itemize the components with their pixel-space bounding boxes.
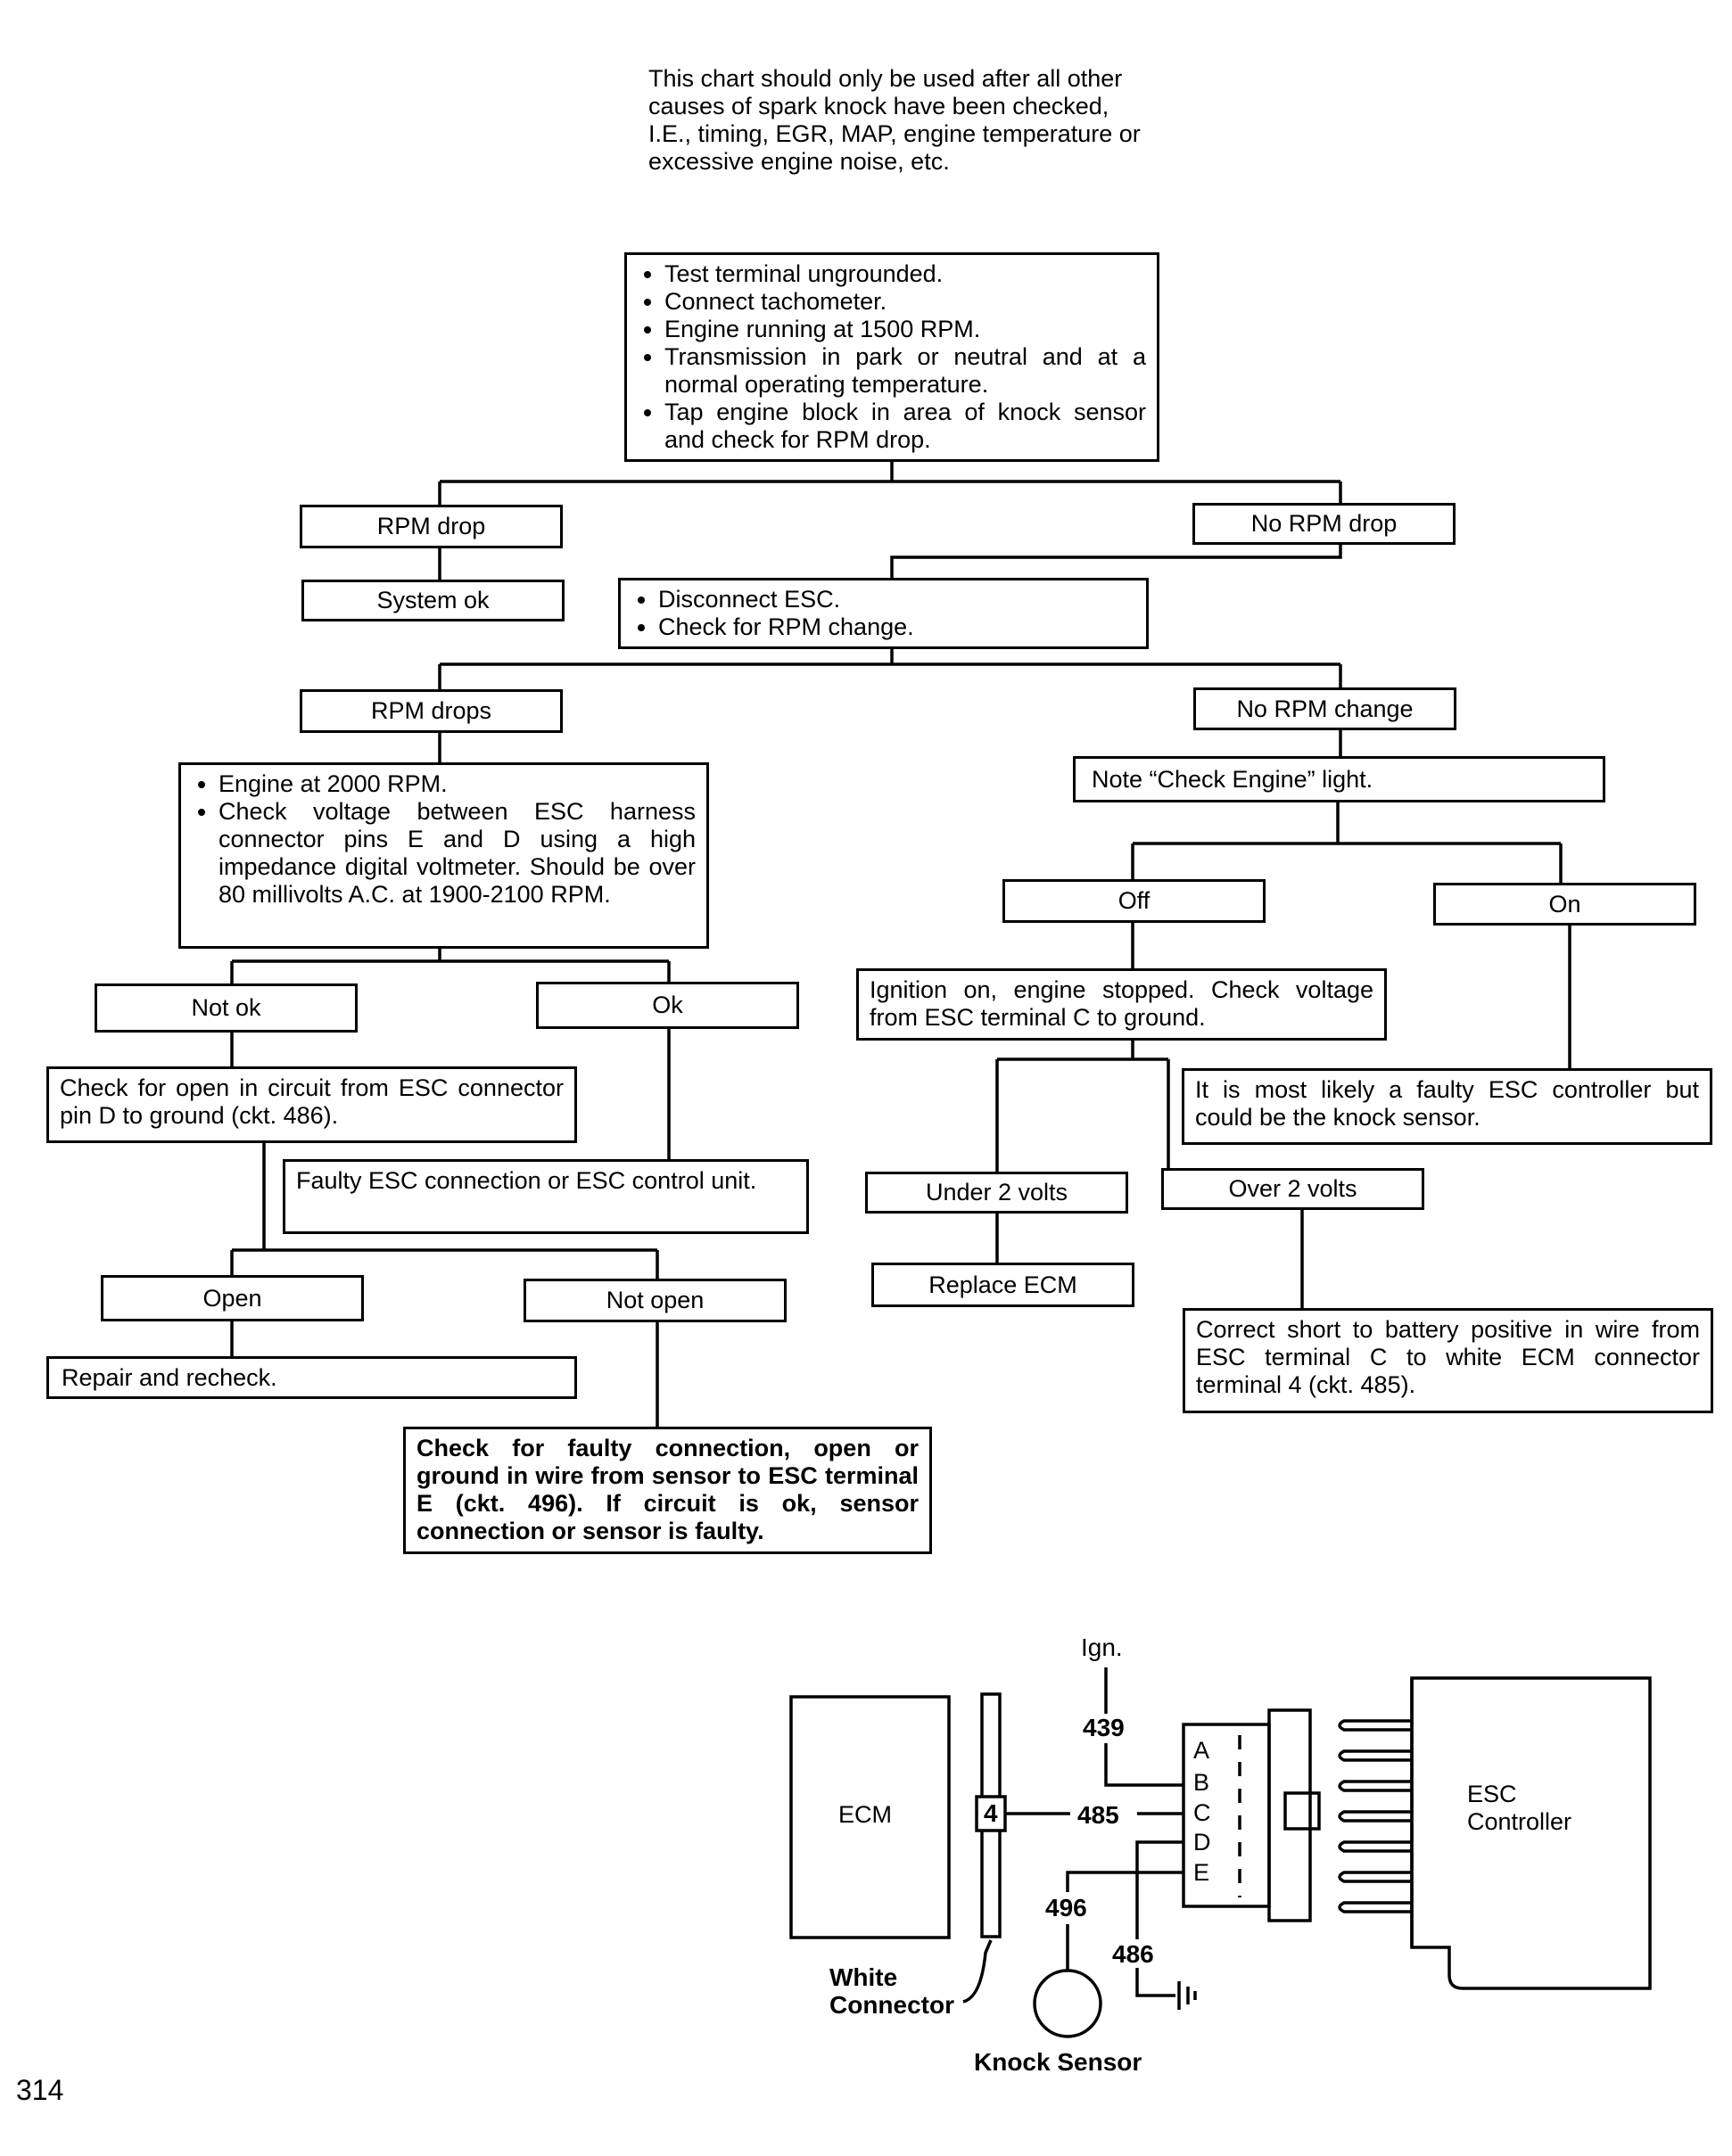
start-procedure-box: Test terminal ungrounded. Connect tachom… bbox=[624, 252, 1159, 462]
open-box: Open bbox=[101, 1275, 364, 1321]
start-step: Connect tachometer. bbox=[664, 288, 1146, 316]
knock-sensor-label: Knock Sensor bbox=[974, 2048, 1142, 2076]
rpm-drop-box: RPM drop bbox=[300, 505, 563, 548]
connector-pin-a: A bbox=[1193, 1737, 1210, 1764]
ecm-label: ECM bbox=[838, 1801, 892, 1828]
disconnect-step: Disconnect ESC. bbox=[658, 586, 1135, 613]
system-ok-box: System ok bbox=[301, 580, 565, 621]
page-number: 314 bbox=[16, 2074, 64, 2106]
wire-486-label: 486 bbox=[1112, 1940, 1154, 1968]
wire-439-label: 439 bbox=[1083, 1714, 1125, 1741]
connector-pin-e: E bbox=[1193, 1859, 1210, 1886]
on-box: On bbox=[1433, 883, 1696, 926]
ignition-check-box: Ignition on, engine stopped. Check volta… bbox=[856, 968, 1387, 1041]
engine-2000-box: Engine at 2000 RPM. Check voltage betwee… bbox=[178, 762, 709, 949]
connector-pin-c: C bbox=[1193, 1799, 1211, 1826]
wire-496-label: 496 bbox=[1045, 1894, 1087, 1921]
pin-4-label: 4 bbox=[984, 1799, 998, 1827]
over-2-volts-box: Over 2 volts bbox=[1161, 1168, 1424, 1210]
repair-recheck-box: Repair and recheck. bbox=[46, 1356, 577, 1399]
engine-step: Engine at 2000 RPM. bbox=[219, 770, 696, 798]
disconnect-step: Check for RPM change. bbox=[658, 613, 1135, 641]
start-step: Transmission in park or neutral and at a… bbox=[664, 343, 1146, 399]
off-box: Off bbox=[1002, 879, 1266, 923]
start-step: Test terminal ungrounded. bbox=[664, 260, 1146, 288]
replace-ecm-box: Replace ECM bbox=[871, 1263, 1134, 1307]
start-step: Tap engine block in area of knock sensor… bbox=[664, 399, 1146, 454]
connector-pin-b: B bbox=[1193, 1769, 1210, 1796]
no-rpm-change-box: No RPM change bbox=[1193, 687, 1456, 730]
no-rpm-drop-box: No RPM drop bbox=[1192, 503, 1456, 545]
white-connector-label: White Connector bbox=[829, 1963, 954, 2019]
faulty-controller-box: It is most likely a faulty ESC controlle… bbox=[1182, 1068, 1712, 1145]
correct-short-box: Correct short to battery positive in wir… bbox=[1183, 1308, 1713, 1413]
note-check-engine-box: Note “Check Engine” light. bbox=[1073, 756, 1605, 802]
esc-controller-label: ESC Controller bbox=[1467, 1781, 1572, 1835]
wire-485-label: 485 bbox=[1077, 1801, 1119, 1829]
under-2-volts-box: Under 2 volts bbox=[865, 1172, 1128, 1214]
disconnect-esc-box: Disconnect ESC. Check for RPM change. bbox=[618, 578, 1149, 649]
start-step: Engine running at 1500 RPM. bbox=[664, 316, 1146, 343]
not-ok-box: Not ok bbox=[95, 983, 358, 1033]
connector-pin-d: D bbox=[1193, 1829, 1211, 1856]
ok-box: Ok bbox=[536, 982, 799, 1029]
check-faulty-496-box: Check for faulty connection, open or gro… bbox=[403, 1427, 932, 1554]
faulty-esc-connection-box: Faulty ESC connection or ESC control uni… bbox=[283, 1159, 809, 1234]
not-open-box: Not open bbox=[524, 1279, 787, 1322]
rpm-drops-box: RPM drops bbox=[300, 689, 563, 733]
ign-label: Ign. bbox=[1081, 1633, 1123, 1661]
engine-step: Check voltage between ESC harness connec… bbox=[219, 798, 696, 909]
intro-note: This chart should only be used after all… bbox=[648, 65, 1141, 175]
check-open-486-box: Check for open in circuit from ESC conne… bbox=[46, 1066, 577, 1143]
